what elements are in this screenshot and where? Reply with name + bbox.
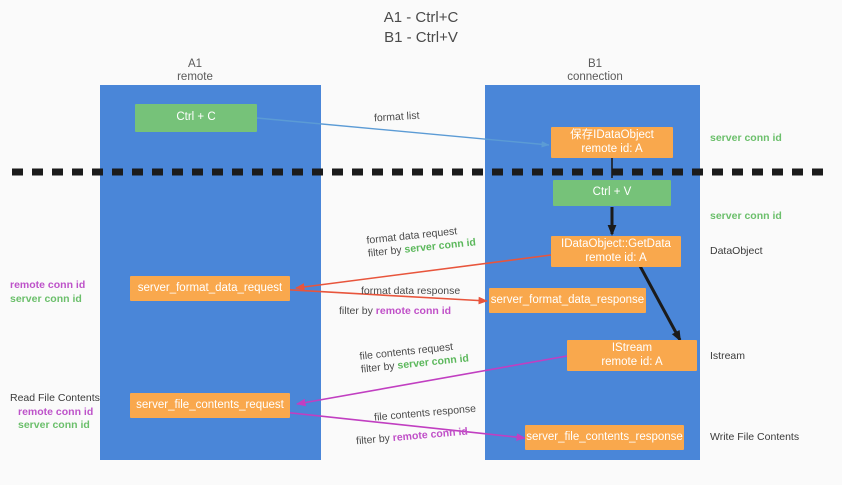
box-server-file-contents-response[interactable]: server_file_contents_response bbox=[525, 425, 684, 450]
annotation-write-file-contents: Write File Contents bbox=[710, 431, 800, 443]
box-server-file-contents-request[interactable]: server_file_contents_request bbox=[130, 393, 290, 418]
caption-file-contents-response: file contents response filter by remote … bbox=[354, 403, 479, 449]
box-ctrl-v[interactable]: Ctrl + V bbox=[553, 180, 671, 206]
annotation-read-file-contents: Read File Contents bbox=[10, 392, 100, 404]
annotation-read-file-contents-group: Read File Contents remote conn id server… bbox=[10, 392, 100, 433]
box-format-data-request-label: server_format_data_request bbox=[137, 281, 283, 294]
lane-header-a1: A1 remote bbox=[130, 58, 260, 84]
lane-a1-name: A1 bbox=[187, 58, 203, 70]
caption-format-data-response-text: format data response bbox=[361, 285, 461, 297]
annotation-remote-conn-id-1: remote conn id bbox=[10, 279, 86, 291]
box-file-contents-request-label: server_file_contents_request bbox=[136, 398, 284, 411]
caption-format-data-request: format data request filter by server con… bbox=[366, 223, 477, 260]
annotation-conn-ids-upper: remote conn id server conn id bbox=[10, 279, 85, 306]
box-file-contents-response-label: server_file_contents_response bbox=[526, 430, 683, 443]
caption-format-data-response: format data response filter by remote co… bbox=[339, 285, 460, 318]
box-getdata-line2: remote id: A bbox=[585, 251, 647, 264]
annotation-istream: Istream bbox=[710, 350, 746, 362]
annotation-server-conn-id-2: server conn id bbox=[18, 419, 90, 431]
caption-format-data-response-filter-key: remote conn id bbox=[375, 305, 452, 317]
box-idataobject-line2: remote id: A bbox=[581, 142, 643, 155]
lane-b1-name: B1 bbox=[587, 58, 603, 70]
box-ctrl-c[interactable]: Ctrl + C bbox=[135, 104, 257, 132]
lane-b1-sub: connection bbox=[567, 71, 623, 83]
caption-file-contents-request-filter-prefix: filter by bbox=[360, 359, 399, 376]
lane-a1-sub: remote bbox=[177, 71, 213, 83]
lane-header-b1: B1 connection bbox=[530, 58, 660, 84]
box-istream-line2: remote id: A bbox=[601, 355, 663, 368]
annotation-server-conn-id-top: server conn id bbox=[710, 132, 782, 144]
box-ctrl-v-line1: Ctrl + V bbox=[592, 186, 632, 199]
box-idataobject-line1: 保存IDataObject bbox=[570, 129, 654, 141]
caption-file-contents-response-filter-key: remote conn id bbox=[392, 425, 469, 445]
page-title: A1 - Ctrl+C B1 - Ctrl+V bbox=[0, 8, 842, 48]
annotation-server-conn-id-mid: server conn id bbox=[710, 210, 782, 222]
caption-format-list-text: format list bbox=[373, 109, 420, 125]
box-idataobject[interactable]: 保存IDataObject remote id: A bbox=[551, 127, 673, 158]
title-line-2: B1 - Ctrl+V bbox=[384, 29, 458, 46]
caption-file-contents-response-filter-prefix: filter by bbox=[355, 432, 394, 448]
annotation-server-conn-id-1: server conn id bbox=[10, 292, 82, 305]
annotation-remote-conn-id-2: remote conn id bbox=[18, 405, 94, 418]
annotation-dataobject: DataObject bbox=[710, 245, 763, 257]
box-istream[interactable]: IStream remote id: A bbox=[567, 340, 697, 371]
caption-file-contents-request: file contents request filter by server c… bbox=[359, 339, 470, 376]
box-format-data-response-label: server_format_data_response bbox=[490, 293, 645, 306]
box-istream-line1: IStream bbox=[611, 342, 653, 354]
title-line-1: A1 - Ctrl+C bbox=[383, 9, 459, 26]
caption-format-data-response-filter-prefix: filter by bbox=[339, 305, 376, 317]
caption-format-data-request-filter-prefix: filter by bbox=[367, 243, 406, 260]
box-idataobject-getdata[interactable]: IDataObject::GetData remote id: A bbox=[551, 236, 681, 267]
box-getdata-line1: IDataObject::GetData bbox=[561, 238, 671, 250]
caption-format-list: format list bbox=[374, 110, 420, 126]
box-server-format-data-request[interactable]: server_format_data_request bbox=[130, 276, 290, 301]
box-server-format-data-response[interactable]: server_format_data_response bbox=[489, 288, 646, 313]
box-ctrl-c-line1: Ctrl + C bbox=[176, 111, 216, 124]
